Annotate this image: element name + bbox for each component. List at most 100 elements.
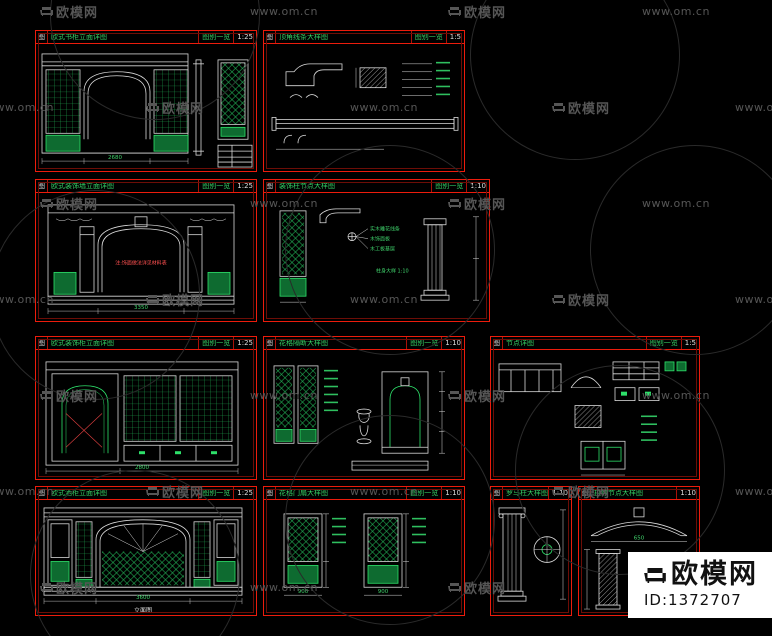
- sheet-scale: 1:5: [680, 337, 699, 349]
- sheet-titlebar: 图 花格隔断大样图 图别一览 1:10: [264, 337, 464, 350]
- site-logo-text: 欧模网: [671, 559, 758, 591]
- annotation-text-lines: [324, 369, 338, 412]
- detail-linework: [273, 365, 445, 471]
- site-id-badge: 欧模网 ID:1372707: [628, 552, 772, 618]
- detail-linework: [283, 513, 409, 596]
- sheet-title: 欧式装饰墙立面详图: [51, 182, 114, 190]
- sheet-title: 花格隔断大样图: [279, 339, 328, 347]
- watermark-brand: 欧模网: [552, 98, 610, 117]
- sofa-icon: [40, 7, 53, 16]
- drawing-panel-doors: 图 花格门扇大样图 图别一览 1:10 900 900: [263, 486, 465, 616]
- elevation-linework: [43, 507, 243, 596]
- drawing-panel-wall: 图 欧式装饰墙立面详图 图别一览 1:25 注:饰面做法详见材料表 3350: [35, 179, 257, 322]
- sofa-icon: [552, 295, 565, 304]
- sheet-titlebar: 图 拱券节点大样图 1:10: [579, 487, 699, 500]
- detail-linework: [279, 208, 479, 303]
- sheet-code: 图: [36, 31, 48, 43]
- sheet-code: 图: [264, 487, 276, 499]
- elevation-linework: [41, 53, 253, 168]
- sheet-titlebar: 图 欧式酒柜立面详图 图别一览 1:25: [36, 487, 256, 500]
- sheet-scale: 1:10: [441, 337, 464, 349]
- sheet-category: 图别一览: [645, 337, 681, 349]
- profile-linework: [271, 63, 459, 150]
- sheet-scale: 1:25: [233, 337, 256, 349]
- site-logo: 欧模网: [644, 559, 758, 591]
- bookcase-elevation-drawing: 2680: [41, 53, 253, 168]
- watermark-site: www.om.cn: [250, 5, 318, 18]
- drawing-panel-mouldings: 图 顶角线条大样图 图别一览 1:5: [263, 30, 465, 172]
- annotation-text-lines: [641, 415, 657, 441]
- annotation-text-lines: [332, 517, 426, 544]
- door-leaf-drawing: 900 900: [283, 513, 426, 596]
- elevation-linework: [47, 204, 235, 305]
- drawing-panel-roman-column: 图 罗马柱大样图 1:10: [490, 486, 572, 616]
- dimension-label: 650: [634, 536, 645, 542]
- dimension-label: 3350: [134, 305, 148, 311]
- dimension-label: 3600: [136, 595, 151, 601]
- watermark-site: www.om.cn: [735, 293, 772, 306]
- sheet-title: 罗马柱大样图: [506, 489, 548, 497]
- sheet-code: 图: [264, 337, 276, 349]
- sofa-icon: [552, 103, 565, 112]
- sheet-category: 图别一览: [198, 337, 233, 349]
- sheet-category: 图别一览: [406, 337, 441, 349]
- sheet-scale: 1:25: [233, 180, 256, 192]
- column-detail-drawing: 实木雕花线条 木饰面板 木工板基层 柱身大样 1:10: [279, 208, 479, 303]
- sheet-category: 图别一览: [198, 31, 233, 43]
- svg-text:柱身大样 1:10: 柱身大样 1:10: [376, 267, 409, 274]
- image-id: ID:1372707: [644, 590, 742, 609]
- lattice-detail-drawing: [273, 365, 445, 471]
- sheet-code: 图: [264, 180, 276, 192]
- sheet-code: 图: [491, 487, 503, 499]
- annotation-text-lines: [436, 61, 450, 96]
- cabinet-elevation-drawing: 2800: [45, 361, 239, 475]
- sheet-category: 图别一览: [410, 31, 446, 43]
- dimension-lines: [45, 468, 239, 475]
- svg-text:木饰面板: 木饰面板: [370, 236, 390, 243]
- dimension-lines: [43, 598, 243, 605]
- sheet-code: 图: [491, 337, 503, 349]
- sheet-scale: 1:10: [548, 487, 571, 499]
- sheet-scale: 1:25: [233, 31, 256, 43]
- sheet-scale: 1:25: [233, 487, 256, 499]
- detail-linework: [498, 361, 687, 476]
- leader-notes: 实木雕花线条 木饰面板 木工板基层 柱身大样 1:10: [370, 226, 409, 275]
- elevation-linework: [45, 361, 239, 466]
- sheet-title: 欧式酒柜立面详图: [51, 489, 107, 497]
- svg-text:木工板基层: 木工板基层: [370, 246, 395, 253]
- sheet-titlebar: 图 欧式书柜立面详图 图别一览 1:25: [36, 31, 256, 44]
- drawing-panel-cabinet: 图 欧式装饰柜立面详图 图别一览 1:25 2800: [35, 336, 257, 480]
- watermark-brand: 欧模网: [552, 290, 610, 309]
- node-detail-drawing: [498, 361, 687, 476]
- sheet-scale: 1:10: [466, 180, 489, 192]
- detail-linework: [497, 507, 566, 602]
- sofa-icon: [644, 568, 666, 583]
- watermark-circle: [590, 145, 772, 355]
- red-note: 注:饰面做法详见材料表: [115, 259, 167, 266]
- dimension-label: 2800: [135, 465, 149, 471]
- sheet-title: 节点详图: [506, 339, 534, 347]
- sheet-title: 欧式装饰柜立面详图: [51, 339, 114, 347]
- sheet-code: 图: [579, 487, 591, 499]
- sheet-title: 花格门扇大样图: [279, 489, 328, 497]
- sheet-code: 图: [36, 487, 48, 499]
- sheet-category: 图别一览: [431, 180, 466, 192]
- sheet-code: 图: [264, 31, 276, 43]
- dimension-label: 2680: [108, 155, 122, 161]
- svg-text:实木雕花线条: 实木雕花线条: [370, 226, 400, 233]
- sheet-code: 图: [36, 337, 48, 349]
- watermark-site: www.om.cn: [642, 197, 710, 210]
- sheet-scale: 1:10: [441, 487, 464, 499]
- dimension-label: 900: [378, 589, 389, 595]
- sheet-title: 拱券节点大样图: [594, 489, 643, 497]
- sheet-titlebar: 图 欧式装饰墙立面详图 图别一览 1:25: [36, 180, 256, 193]
- drawing-panel-bookcase: 图 欧式书柜立面详图 图别一览 1:25 2680: [35, 30, 257, 172]
- drawing-caption: 立面图: [134, 606, 152, 614]
- sheet-titlebar: 图 节点详图 图别一览 1:5: [491, 337, 699, 350]
- roman-column-drawing: [497, 507, 566, 602]
- sheet-titlebar: 图 花格门扇大样图 图别一览 1:10: [264, 487, 464, 500]
- drawing-panel-column-detail: 图 装饰柱节点大样图 图别一览 1:10 实木雕花线条 木饰面板 木工板基层 柱…: [263, 179, 490, 322]
- watermark-circle: [470, 0, 680, 160]
- watermark-site: www.om.cn: [735, 101, 772, 114]
